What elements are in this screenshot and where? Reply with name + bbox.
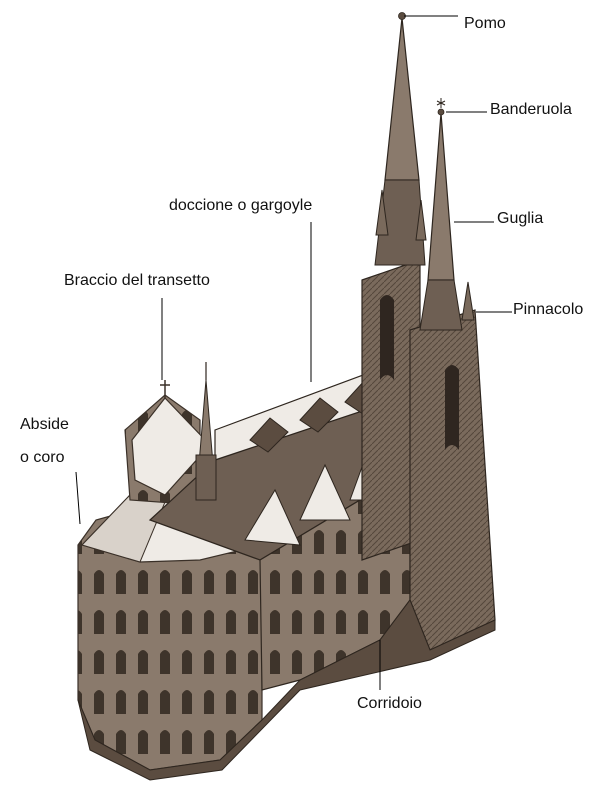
- crossing-spire: [195, 362, 217, 501]
- west-towers: [361, 12, 496, 651]
- label-abside-line2: o coro: [20, 449, 65, 466]
- label-pomo: Pomo: [464, 15, 506, 32]
- leader-abside: [75, 471, 81, 525]
- label-guglia: Guglia: [497, 210, 544, 227]
- label-banderuola: Banderuola: [490, 101, 572, 118]
- leader-lines: [75, 15, 512, 690]
- label-braccio: Braccio del transetto: [64, 272, 210, 289]
- foundation: [77, 598, 496, 781]
- transept-arm: [124, 380, 211, 506]
- label-abside-line1: Abside: [20, 416, 69, 433]
- label-corridoio: Corridoio: [357, 695, 422, 712]
- label-pinnacolo: Pinnacolo: [513, 301, 584, 318]
- label-doccione: doccione o gargoyle: [169, 197, 313, 214]
